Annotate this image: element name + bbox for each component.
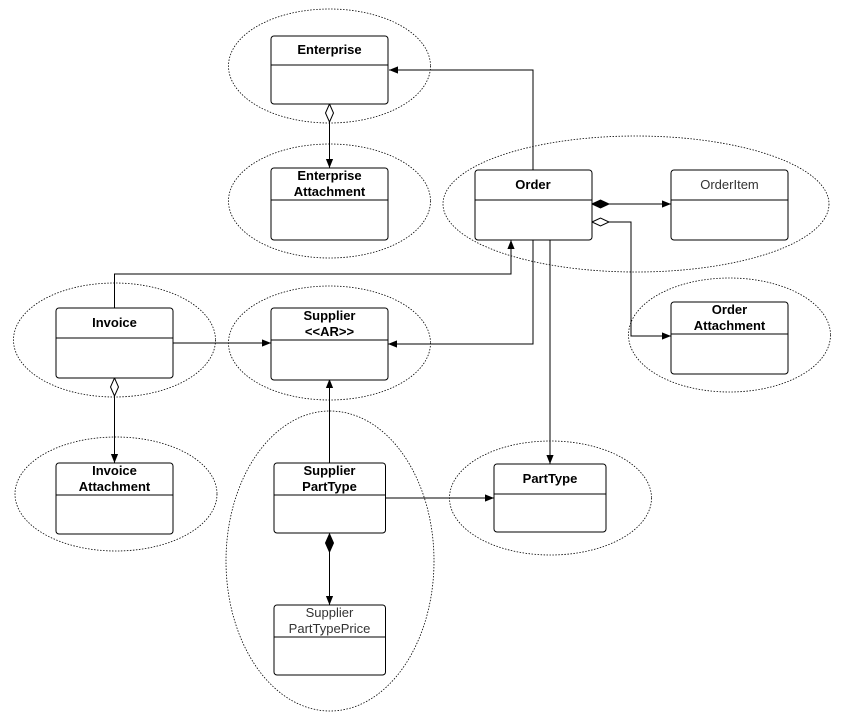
class-stereotype: <<AR>> xyxy=(305,324,355,339)
invoice-to-order-connector xyxy=(114,240,515,308)
class-name: Invoice xyxy=(92,463,137,478)
class-name-line-2: PartType xyxy=(302,479,357,494)
class-order[interactable]: Order xyxy=(474,169,593,241)
composition-diamond-order xyxy=(590,199,611,209)
class-name: PartType xyxy=(523,471,578,486)
class-name-line-2: Attachment xyxy=(694,318,766,333)
class-box-frame xyxy=(270,167,389,241)
connectors xyxy=(109,66,671,605)
class-box-frame xyxy=(670,169,789,241)
class-box-frame xyxy=(273,462,386,534)
class-name: Supplier xyxy=(303,308,355,323)
class-name: OrderItem xyxy=(700,177,759,192)
class-box-frame xyxy=(55,307,174,379)
class-name: Enterprise xyxy=(297,42,361,57)
order-to-attachment-connector xyxy=(609,221,671,340)
composition-diamond-supplierparttype xyxy=(324,532,335,554)
class-part-type[interactable]: PartType xyxy=(493,463,607,533)
class-invoice-attachment[interactable]: Invoice Attachment xyxy=(55,462,174,535)
class-box-frame xyxy=(493,463,607,533)
aggregation-diamond-order xyxy=(590,217,611,227)
class-order-item[interactable]: OrderItem xyxy=(670,169,789,241)
class-name-line-2: Attachment xyxy=(79,479,151,494)
class-supplier-part-type-price[interactable]: Supplier PartTypePrice xyxy=(273,604,386,676)
class-box-frame xyxy=(474,169,593,241)
aggregation-diamond-invoice xyxy=(109,376,120,398)
class-box-frame xyxy=(55,462,174,535)
class-name: Invoice xyxy=(92,315,137,330)
order-to-supplier-connector xyxy=(388,240,534,348)
class-box-frame xyxy=(273,604,386,676)
class-supplier-part-type[interactable]: Supplier PartType xyxy=(273,462,386,534)
invoice-attachment-boundary xyxy=(14,436,218,552)
class-enterprise[interactable]: Enterprise xyxy=(270,35,389,105)
class-invoice[interactable]: Invoice xyxy=(55,307,174,379)
class-name: Order xyxy=(712,302,747,317)
class-name-line-2: PartTypePrice xyxy=(289,621,371,636)
class-supplier[interactable]: Supplier <<AR>> xyxy=(270,307,389,381)
class-name-line-2: Attachment xyxy=(294,184,366,199)
class-order-attachment[interactable]: Order Attachment xyxy=(670,301,789,375)
class-enterprise-attachment[interactable]: Enterprise Attachment xyxy=(270,167,389,241)
class-name: Enterprise xyxy=(297,168,361,183)
class-name: Supplier xyxy=(306,605,354,620)
aggregation-diamond-enterprise xyxy=(324,102,335,124)
class-box-frame xyxy=(270,307,389,381)
class-name: Supplier xyxy=(303,463,355,478)
class-name: Order xyxy=(515,177,550,192)
order-attachment-boundary xyxy=(628,277,831,393)
order-boundary xyxy=(442,135,830,273)
class-box-frame xyxy=(670,301,789,375)
class-boxes: Enterprise Enterprise Attachment Order O… xyxy=(55,35,789,676)
order-to-enterprise-connector xyxy=(389,66,534,170)
class-box-frame xyxy=(270,35,389,105)
